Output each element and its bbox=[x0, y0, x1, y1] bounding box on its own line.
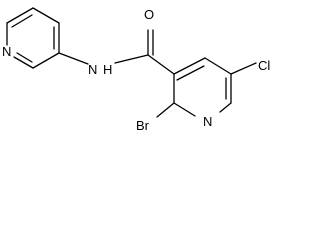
bond bbox=[219, 102, 232, 113]
bond bbox=[156, 102, 175, 118]
bond bbox=[114, 54, 149, 64]
bond bbox=[58, 52, 89, 65]
atom-h-amide: H bbox=[103, 62, 112, 77]
bond bbox=[32, 7, 60, 24]
bond bbox=[6, 7, 34, 24]
bond bbox=[11, 14, 33, 28]
bond bbox=[230, 62, 257, 75]
atom-cl: Cl bbox=[258, 58, 270, 73]
bond bbox=[204, 57, 232, 75]
bond bbox=[173, 102, 196, 117]
amide-linker bbox=[58, 29, 175, 75]
atom-br: Br bbox=[136, 118, 150, 133]
bond bbox=[32, 52, 60, 69]
pyridine-ring bbox=[156, 57, 257, 118]
pyridin-3-yl-ring bbox=[6, 7, 60, 69]
atom-n-left-ring: N bbox=[2, 44, 11, 59]
atom-o-carbonyl: O bbox=[144, 7, 154, 22]
atom-n-right-ring: N bbox=[203, 114, 212, 129]
molecule-structure: N N H O Cl N Br bbox=[2, 7, 270, 133]
atom-n-amide: N bbox=[88, 62, 97, 77]
bond bbox=[147, 54, 175, 75]
bond bbox=[176, 65, 205, 81]
bond bbox=[173, 57, 206, 75]
bond bbox=[16, 52, 33, 63]
bond bbox=[13, 56, 34, 69]
